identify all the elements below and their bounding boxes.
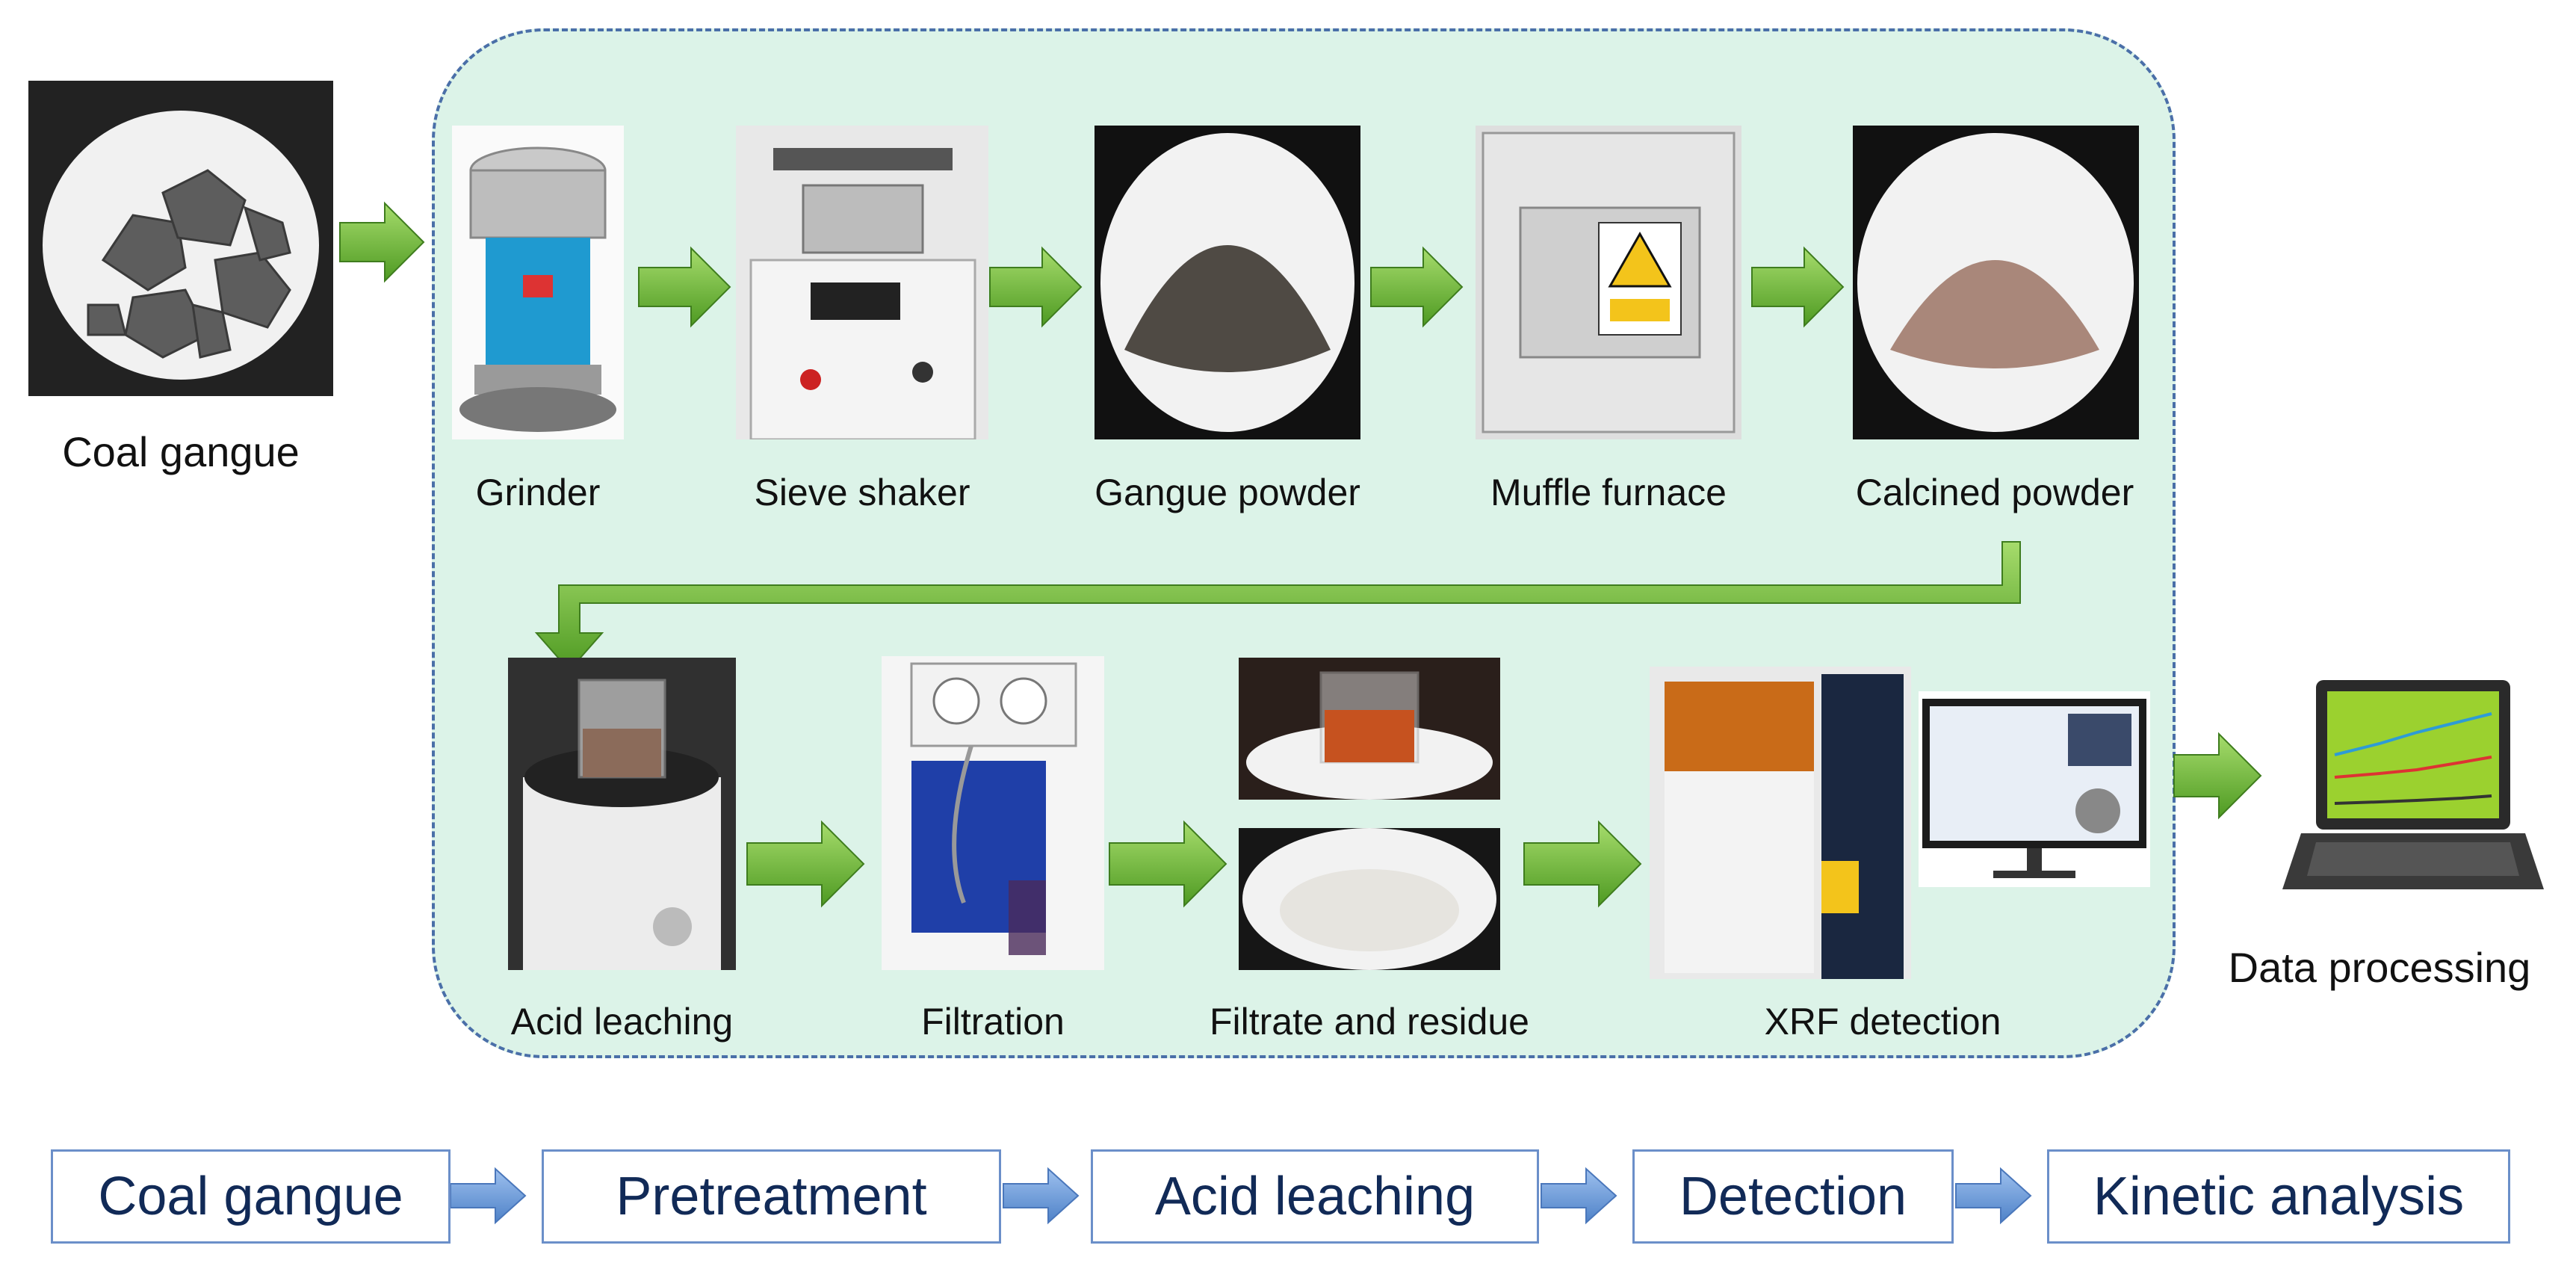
sieve-shaker-photo xyxy=(736,126,988,439)
filtration-photo xyxy=(882,656,1104,970)
acid-leaching-label: Acid leaching xyxy=(510,1001,734,1043)
acid-leaching-photo xyxy=(508,658,736,970)
calcined-powder-photo xyxy=(1853,126,2139,439)
residue-photo xyxy=(1239,828,1500,970)
xrf-detection-label: XRF detection xyxy=(1764,1001,2001,1043)
elbow-arrow xyxy=(534,541,2021,672)
flow-step-coal-gangue: Coal gangue xyxy=(51,1149,451,1244)
arrow-2 xyxy=(638,246,731,328)
sieve-shaker-label: Sieve shaker xyxy=(754,472,970,513)
flow-step-kinetic-analysis: Kinetic analysis xyxy=(2047,1149,2510,1244)
muffle-furnace-photo xyxy=(1476,126,1741,439)
flow-arrow-1 xyxy=(450,1167,527,1225)
grinder-photo xyxy=(452,126,624,439)
flow-arrow-4 xyxy=(1955,1167,2032,1225)
computer-monitor-photo xyxy=(1919,691,2150,887)
arrow-3 xyxy=(989,246,1083,328)
arrow-8 xyxy=(1523,820,1642,908)
xrf-instrument-photo xyxy=(1650,667,1911,979)
data-processing-label: Data processing xyxy=(2228,944,2531,991)
flow-step-detection: Detection xyxy=(1632,1149,1954,1244)
flow-arrow-3 xyxy=(1541,1167,1617,1225)
calcined-powder-label: Calcined powder xyxy=(1855,472,2134,513)
flow-step-acid-leaching: Acid leaching xyxy=(1091,1149,1539,1244)
flow-step-pretreatment: Pretreatment xyxy=(542,1149,1001,1244)
muffle-furnace-label: Muffle furnace xyxy=(1490,472,1727,513)
filtrate-photo xyxy=(1239,658,1500,800)
laptop-icon xyxy=(2260,669,2544,907)
gangue-powder-label: Gangue powder xyxy=(1095,472,1360,513)
coal-gangue-photo xyxy=(28,81,333,396)
gangue-powder-photo xyxy=(1095,126,1360,439)
flow-arrow-2 xyxy=(1003,1167,1080,1225)
arrow-7 xyxy=(1109,820,1227,908)
filtration-label: Filtration xyxy=(921,1001,1065,1043)
arrow-6 xyxy=(746,820,865,908)
arrow-9 xyxy=(2173,732,2262,820)
filtrate-and-residue-label: Filtrate and residue xyxy=(1209,1001,1529,1043)
arrow-1 xyxy=(339,201,425,283)
coal-gangue-label: Coal gangue xyxy=(62,428,300,475)
arrow-5 xyxy=(1751,246,1845,328)
grinder-label: Grinder xyxy=(475,472,601,513)
arrow-4 xyxy=(1370,246,1464,328)
